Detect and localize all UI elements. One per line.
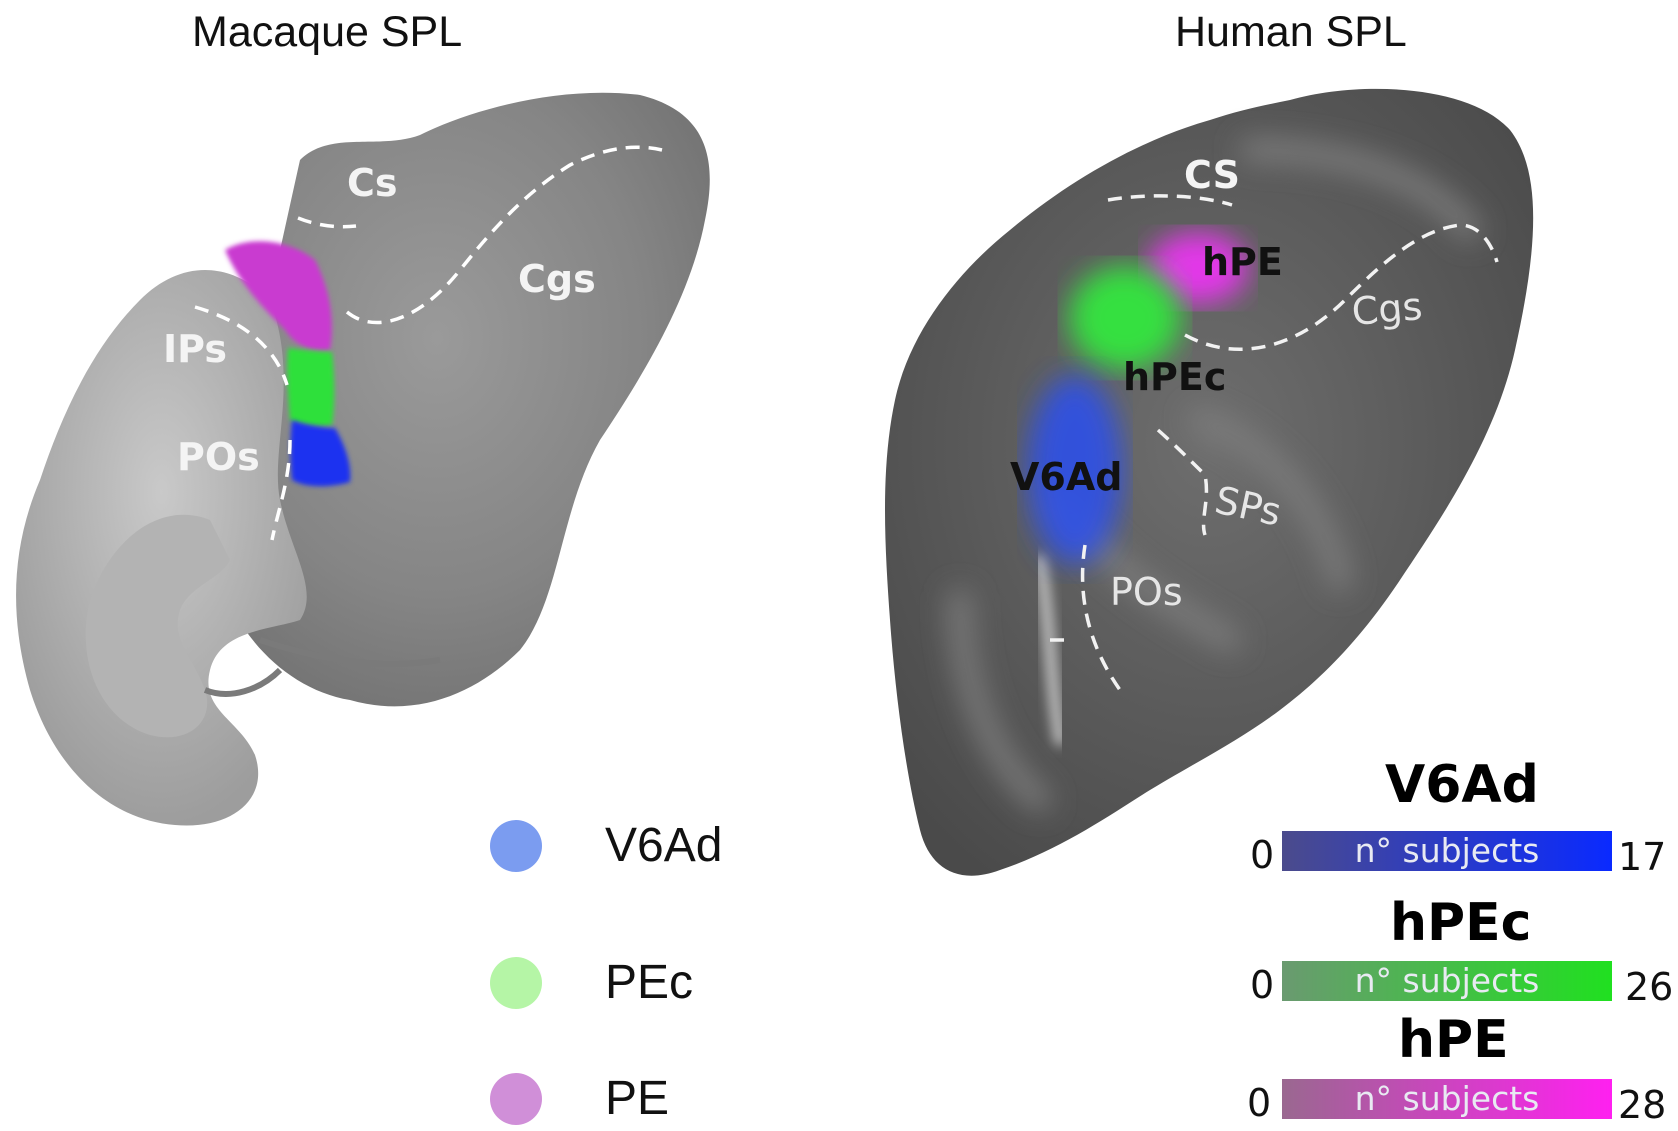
colorbar-caption-hpe: n° subjects: [1354, 1079, 1540, 1118]
human-brain: CS Cgs SPs POs hPE hPEc V6Ad: [885, 88, 1534, 876]
human-gyri: [949, 139, 1481, 811]
legend-dot-pe: [490, 1073, 542, 1125]
macaque-cs-line: [297, 216, 357, 229]
colorbar-gradient-v6ad: n° subjects: [1282, 831, 1612, 871]
legend-dot-pec: [490, 957, 542, 1009]
human-area-hpec: [1069, 266, 1181, 370]
human-gyrus-1: [1239, 139, 1481, 241]
human-label-pos: POs: [1110, 570, 1183, 614]
human-gyrus-3: [949, 589, 1051, 811]
colorbar-max-v6ad: 17: [1618, 835, 1667, 879]
human-cgs-line: [1184, 223, 1499, 351]
human-label-hpec: hPEc: [1123, 355, 1226, 399]
macaque-sulcus-lines: [194, 145, 663, 541]
colorbar-gradient-hpec: n° subjects: [1282, 961, 1612, 1001]
colorbar-min-hpe: 0: [1247, 1081, 1272, 1125]
macaque-label-pos: POs: [177, 435, 260, 479]
colorbar-title-hpe: hPE: [1398, 1010, 1509, 1070]
legend-label-v6ad: V6Ad: [605, 819, 723, 872]
colorbar-title-hpec: hPEc: [1390, 893, 1532, 953]
legend-dot-v6ad: [490, 820, 542, 872]
macaque-title: Macaque SPL: [192, 8, 463, 56]
colorbar-max-hpe: 28: [1618, 1083, 1667, 1127]
colorbar-caption-v6ad: n° subjects: [1354, 831, 1540, 870]
human-title: Human SPL: [1175, 8, 1407, 56]
macaque-area-pec: [287, 348, 335, 427]
macaque-cortex-surface: [213, 92, 710, 707]
macaque-label-cgs: Cgs: [518, 257, 596, 301]
human-area-hpe: [1148, 232, 1248, 304]
human-label-cgs: Cgs: [1350, 284, 1424, 334]
macaque-fold-shadow: [203, 637, 441, 697]
colorbar-min-v6ad: 0: [1250, 833, 1275, 877]
colorbar-gradient-hpe: n° subjects: [1282, 1079, 1612, 1119]
human-area-v6ad: [1027, 375, 1123, 565]
macaque-label-ips: IPs: [163, 327, 227, 371]
human-pos-line: [1080, 544, 1122, 692]
colorbar-caption-hpec: n° subjects: [1354, 961, 1540, 1000]
human-sulcus-lines: [1050, 194, 1499, 692]
colorbar-min-hpec: 0: [1250, 963, 1275, 1007]
macaque-gyrus-fold: [85, 514, 230, 738]
human-label-hpe: hPE: [1202, 240, 1283, 284]
human-label-v6ad: V6Ad: [1010, 455, 1122, 499]
colorbar-title-v6ad: V6Ad: [1385, 755, 1539, 815]
human-gyrus-2: [1189, 409, 1351, 591]
macaque-brain: Cs Cgs IPs POs: [16, 92, 710, 826]
macaque-area-v6ad: [290, 420, 351, 487]
human-label-cs: CS: [1184, 153, 1240, 197]
colorbar-max-hpec: 26: [1625, 965, 1674, 1009]
legend-label-pe: PE: [605, 1072, 670, 1125]
macaque-label-cs: Cs: [347, 161, 398, 205]
macaque-pos-line: [270, 439, 292, 541]
macaque-cgs-line: [345, 145, 663, 325]
macaque-area-pe: [225, 241, 332, 351]
legend-label-pec: PEc: [605, 956, 694, 1009]
human-gyrus-bright: [1034, 554, 1066, 746]
